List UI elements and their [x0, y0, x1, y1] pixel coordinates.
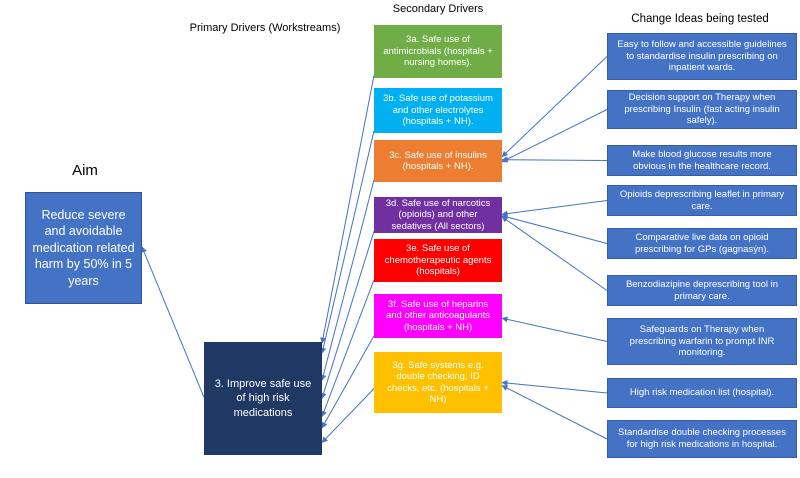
- change-idea-4: Opioids deprescribing leaflet in primary…: [607, 185, 797, 216]
- change-idea-9: Standardise double checking processes fo…: [607, 420, 797, 458]
- aim-header: Aim: [72, 162, 98, 179]
- change-idea-1: Easy to follow and accessible guidelines…: [607, 33, 797, 80]
- change-idea-7-label: Safeguards on Therapy when prescribing w…: [629, 323, 775, 359]
- secondary-driver-3d: 3d. Safe use of narcotics (opioids) and …: [374, 197, 502, 233]
- aim-box: Reduce severe and avoidable medication r…: [25, 192, 142, 304]
- aim-box-label: Reduce severe and avoidable medication r…: [32, 207, 135, 288]
- change-idea-1-label: Easy to follow and accessible guidelines…: [617, 38, 787, 74]
- change-idea-5: Comparative live data on opioid prescrib…: [607, 228, 797, 259]
- change-idea-2-label: Decision support on Therapy when prescri…: [624, 91, 780, 127]
- change-idea-6: Benzodiazipine deprescribing tool in pri…: [607, 275, 797, 306]
- secondary-driver-3a: 3a. Safe use of antimicrobials (hospital…: [374, 25, 502, 78]
- secondary-driver-3e-label: 3e. Safe use of chemotherapeutic agents …: [384, 243, 492, 278]
- secondary-driver-3e: 3e. Safe use of chemotherapeutic agents …: [374, 239, 502, 282]
- change-idea-7: Safeguards on Therapy when prescribing w…: [607, 318, 797, 365]
- change-idea-5-label: Comparative live data on opioid prescrib…: [634, 231, 770, 255]
- change-idea-6-label: Benzodiazipine deprescribing tool in pri…: [625, 278, 779, 302]
- secondary-driver-3g: 3g. Safe systems e.g. double checking, I…: [374, 352, 502, 413]
- secondary-driver-3f: 3f. Safe use of heparins and other antic…: [374, 294, 502, 338]
- change-idea-3-label: Make blood glucose results more obvious …: [632, 148, 772, 172]
- change-ideas-header: Change Ideas being tested: [631, 13, 769, 25]
- secondary-driver-3c: 3c. Safe use of insulins (hospitals + NH…: [374, 140, 502, 182]
- change-idea-3: Make blood glucose results more obvious …: [607, 145, 797, 176]
- secondary-driver-3g-label: 3g. Safe systems e.g. double checking, I…: [387, 359, 489, 405]
- secondary-driver-3f-label: 3f. Safe use of heparins and other antic…: [385, 298, 491, 333]
- secondary-drivers-header: Secondary Drivers: [392, 3, 484, 15]
- change-idea-4-label: Opioids deprescribing leaflet in primary…: [619, 188, 785, 212]
- change-idea-2: Decision support on Therapy when prescri…: [607, 90, 797, 129]
- change-idea-8: High risk medication list (hospital).: [607, 378, 797, 408]
- secondary-driver-3b: 3b. Safe use of potassium and other elec…: [374, 88, 502, 133]
- primary-driver-label: 3. Improve safe use of high risk medicat…: [214, 378, 312, 419]
- primary-driver-box: 3. Improve safe use of high risk medicat…: [204, 342, 322, 455]
- change-idea-9-label: Standardise double checking processes fo…: [618, 427, 786, 450]
- secondary-driver-3a-label: 3a. Safe use of antimicrobials (hospital…: [383, 34, 493, 69]
- change-idea-8-label: High risk medication list (hospital).: [629, 387, 775, 399]
- primary-drivers-header: Primary Drivers (Workstreams): [189, 22, 341, 34]
- secondary-driver-3b-label: 3b. Safe use of potassium and other elec…: [383, 93, 493, 128]
- secondary-driver-3d-label: 3d. Safe use of narcotics (opioids) and …: [385, 197, 491, 232]
- secondary-driver-3c-label: 3c. Safe use of insulins (hospitals + NH…: [389, 149, 487, 172]
